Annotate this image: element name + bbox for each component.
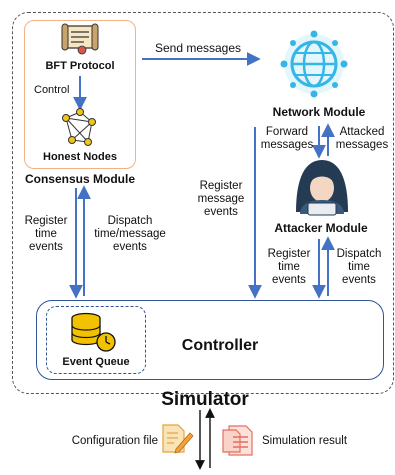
simulation-result-label: Simulation result: [262, 435, 348, 447]
consensus-module-box: [24, 20, 136, 169]
consensus-register-line-2: time: [35, 228, 57, 240]
attacker-dispatch-line-2: time: [348, 261, 370, 273]
attacker-register-line-3: events: [272, 274, 306, 286]
hacker-icon: [296, 160, 348, 216]
attacker-dispatch-line-3: events: [342, 274, 376, 286]
controller-box: [36, 300, 384, 380]
consensus-dispatch-label: Dispatch time/message events: [88, 215, 172, 254]
consensus-register-line-1: Register: [24, 215, 68, 227]
event-queue-label: Event Queue: [62, 356, 130, 368]
globe-icon: [280, 30, 348, 98]
attacker-dispatch-line-1: Dispatch: [336, 248, 382, 260]
attacked-messages-line-1: Attacked: [339, 126, 385, 138]
controller-title: Controller: [181, 337, 259, 354]
bft-protocol-label: BFT Protocol: [45, 60, 115, 72]
network-module-title: Network Module: [272, 105, 366, 119]
honest-nodes-label: Honest Nodes: [43, 151, 117, 163]
simulator-title: Simulator: [161, 389, 249, 410]
attacker-dispatch-label: Dispatch time events: [332, 248, 386, 287]
register-message-events-line-3: events: [204, 206, 238, 218]
attacker-register-line-2: time: [278, 261, 300, 273]
forward-messages-line-2: messages: [260, 139, 314, 151]
simulator-boundary: [12, 12, 394, 394]
consensus-dispatch-line-3: events: [113, 241, 147, 253]
consensus-register-time-events-label: Register time events: [20, 215, 72, 254]
attacker-register-time-events-label: Register time events: [262, 248, 316, 287]
register-message-events-line-2: message: [197, 193, 245, 205]
result-file-icon: [222, 425, 253, 456]
consensus-module-title: Consensus Module: [24, 172, 135, 186]
control-label: Control: [34, 84, 70, 96]
forward-messages-line-1: Forward: [265, 126, 309, 138]
attacked-messages-line-2: messages: [335, 139, 389, 151]
event-queue-box: [46, 306, 146, 374]
consensus-dispatch-line-2: time/message: [94, 228, 166, 240]
forward-messages-label: Forward messages: [258, 126, 316, 152]
scroll-icon: [61, 23, 99, 55]
config-file-icon: [162, 424, 194, 454]
attacked-messages-label: Attacked messages: [332, 126, 392, 152]
register-message-events-line-1: Register: [199, 180, 243, 192]
network-nodes-icon: [62, 108, 96, 146]
attacker-register-line-1: Register: [267, 248, 311, 260]
consensus-register-line-3: events: [29, 241, 63, 253]
register-message-events-label: Register message events: [192, 180, 250, 219]
consensus-dispatch-line-1: Dispatch: [107, 215, 153, 227]
database-clock-icon: [71, 312, 116, 352]
send-messages-label: Send messages: [154, 41, 242, 55]
configuration-file-label: Configuration file: [71, 435, 158, 447]
attacker-module-title: Attacker Module: [274, 221, 368, 235]
